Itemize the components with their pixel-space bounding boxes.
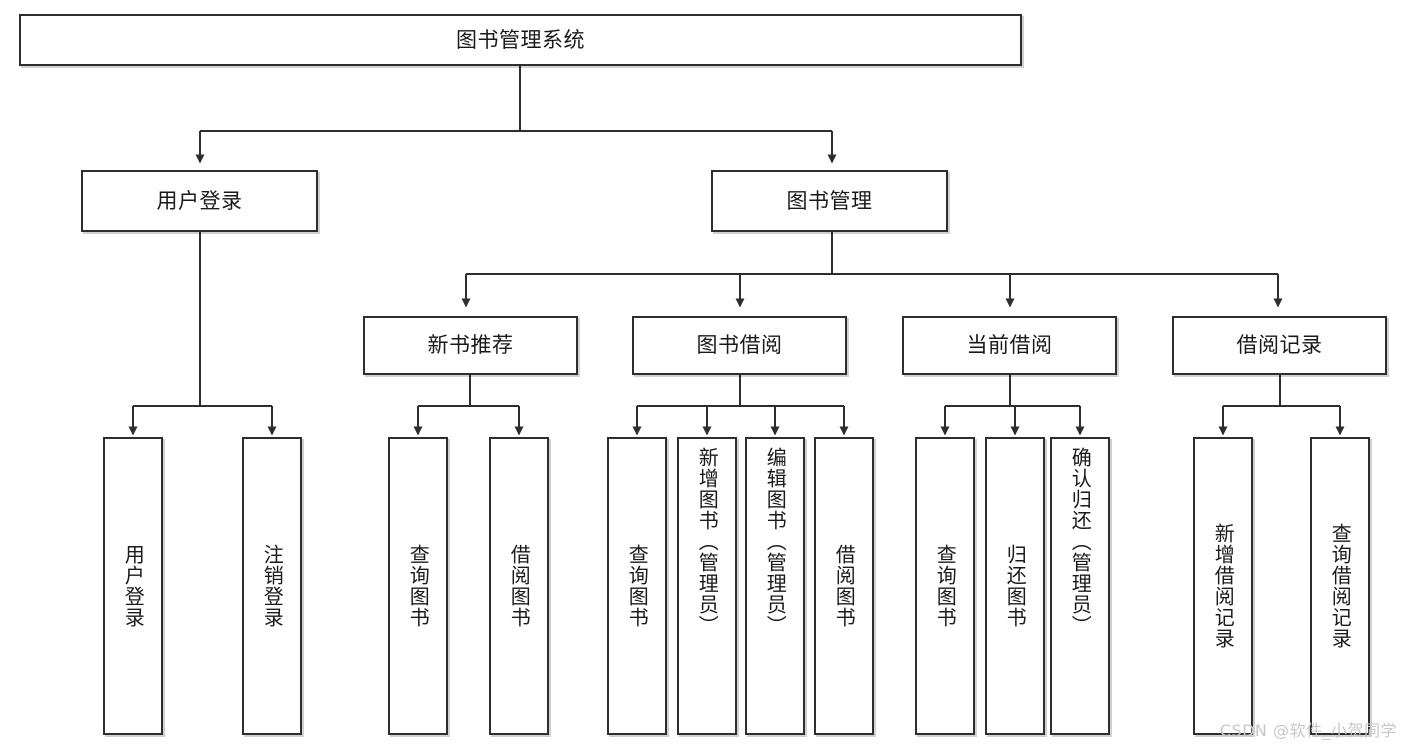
node-label: 编辑图书（管理员） bbox=[763, 447, 788, 636]
node-label: 查询图书 bbox=[625, 544, 650, 628]
node-label: 当前借阅 bbox=[966, 333, 1053, 358]
node-label: 借阅记录 bbox=[1236, 333, 1323, 358]
node-root-system[interactable]: 图书管理系统 bbox=[19, 14, 1022, 66]
csdn-watermark: CSDN @软件_小贺同学 bbox=[1219, 721, 1397, 740]
node-book-management[interactable]: 图书管理 bbox=[711, 170, 948, 232]
leaf-query-book-current[interactable]: 查询图书 bbox=[915, 437, 975, 735]
node-label: 图书管理 bbox=[786, 188, 873, 213]
node-label: 借阅图书 bbox=[507, 544, 532, 628]
node-label: 借阅图书 bbox=[832, 544, 857, 628]
node-label: 查询图书 bbox=[933, 544, 958, 628]
node-user-login[interactable]: 用户登录 bbox=[81, 170, 318, 232]
node-current-borrow[interactable]: 当前借阅 bbox=[902, 316, 1117, 375]
node-label: 图书管理系统 bbox=[456, 27, 585, 52]
leaf-query-borrow-record[interactable]: 查询借阅记录 bbox=[1310, 437, 1370, 735]
node-label: 新增图书（管理员） bbox=[695, 447, 720, 636]
leaf-return-book[interactable]: 归还图书 bbox=[985, 437, 1045, 735]
node-label: 归还图书 bbox=[1003, 544, 1028, 628]
leaf-add-borrow-record[interactable]: 新增借阅记录 bbox=[1193, 437, 1253, 735]
node-label: 新增借阅记录 bbox=[1211, 523, 1236, 649]
node-new-book-recommend[interactable]: 新书推荐 bbox=[363, 316, 578, 375]
leaf-confirm-return-admin[interactable]: 确认归还（管理员） bbox=[1050, 437, 1110, 735]
node-book-borrow[interactable]: 图书借阅 bbox=[632, 316, 847, 375]
node-label: 确认归还（管理员） bbox=[1068, 447, 1093, 636]
leaf-edit-book-admin[interactable]: 编辑图书（管理员） bbox=[745, 437, 805, 735]
leaf-query-book-recommend[interactable]: 查询图书 bbox=[388, 437, 448, 735]
node-borrow-record[interactable]: 借阅记录 bbox=[1172, 316, 1387, 375]
leaf-query-book-borrow[interactable]: 查询图书 bbox=[607, 437, 667, 735]
leaf-user-logout[interactable]: 注销登录 bbox=[242, 437, 302, 735]
leaf-user-login[interactable]: 用户登录 bbox=[103, 437, 163, 735]
leaf-borrow-book[interactable]: 借阅图书 bbox=[814, 437, 874, 735]
node-label: 查询图书 bbox=[406, 544, 431, 628]
node-label: 图书借阅 bbox=[696, 333, 783, 358]
node-label: 用户登录 bbox=[121, 544, 146, 628]
leaf-borrow-book-recommend[interactable]: 借阅图书 bbox=[489, 437, 549, 735]
node-label: 查询借阅记录 bbox=[1328, 523, 1353, 649]
node-label: 注销登录 bbox=[260, 544, 285, 628]
node-label: 用户登录 bbox=[156, 188, 243, 213]
leaf-add-book-admin[interactable]: 新增图书（管理员） bbox=[677, 437, 737, 735]
node-label: 新书推荐 bbox=[427, 333, 514, 358]
